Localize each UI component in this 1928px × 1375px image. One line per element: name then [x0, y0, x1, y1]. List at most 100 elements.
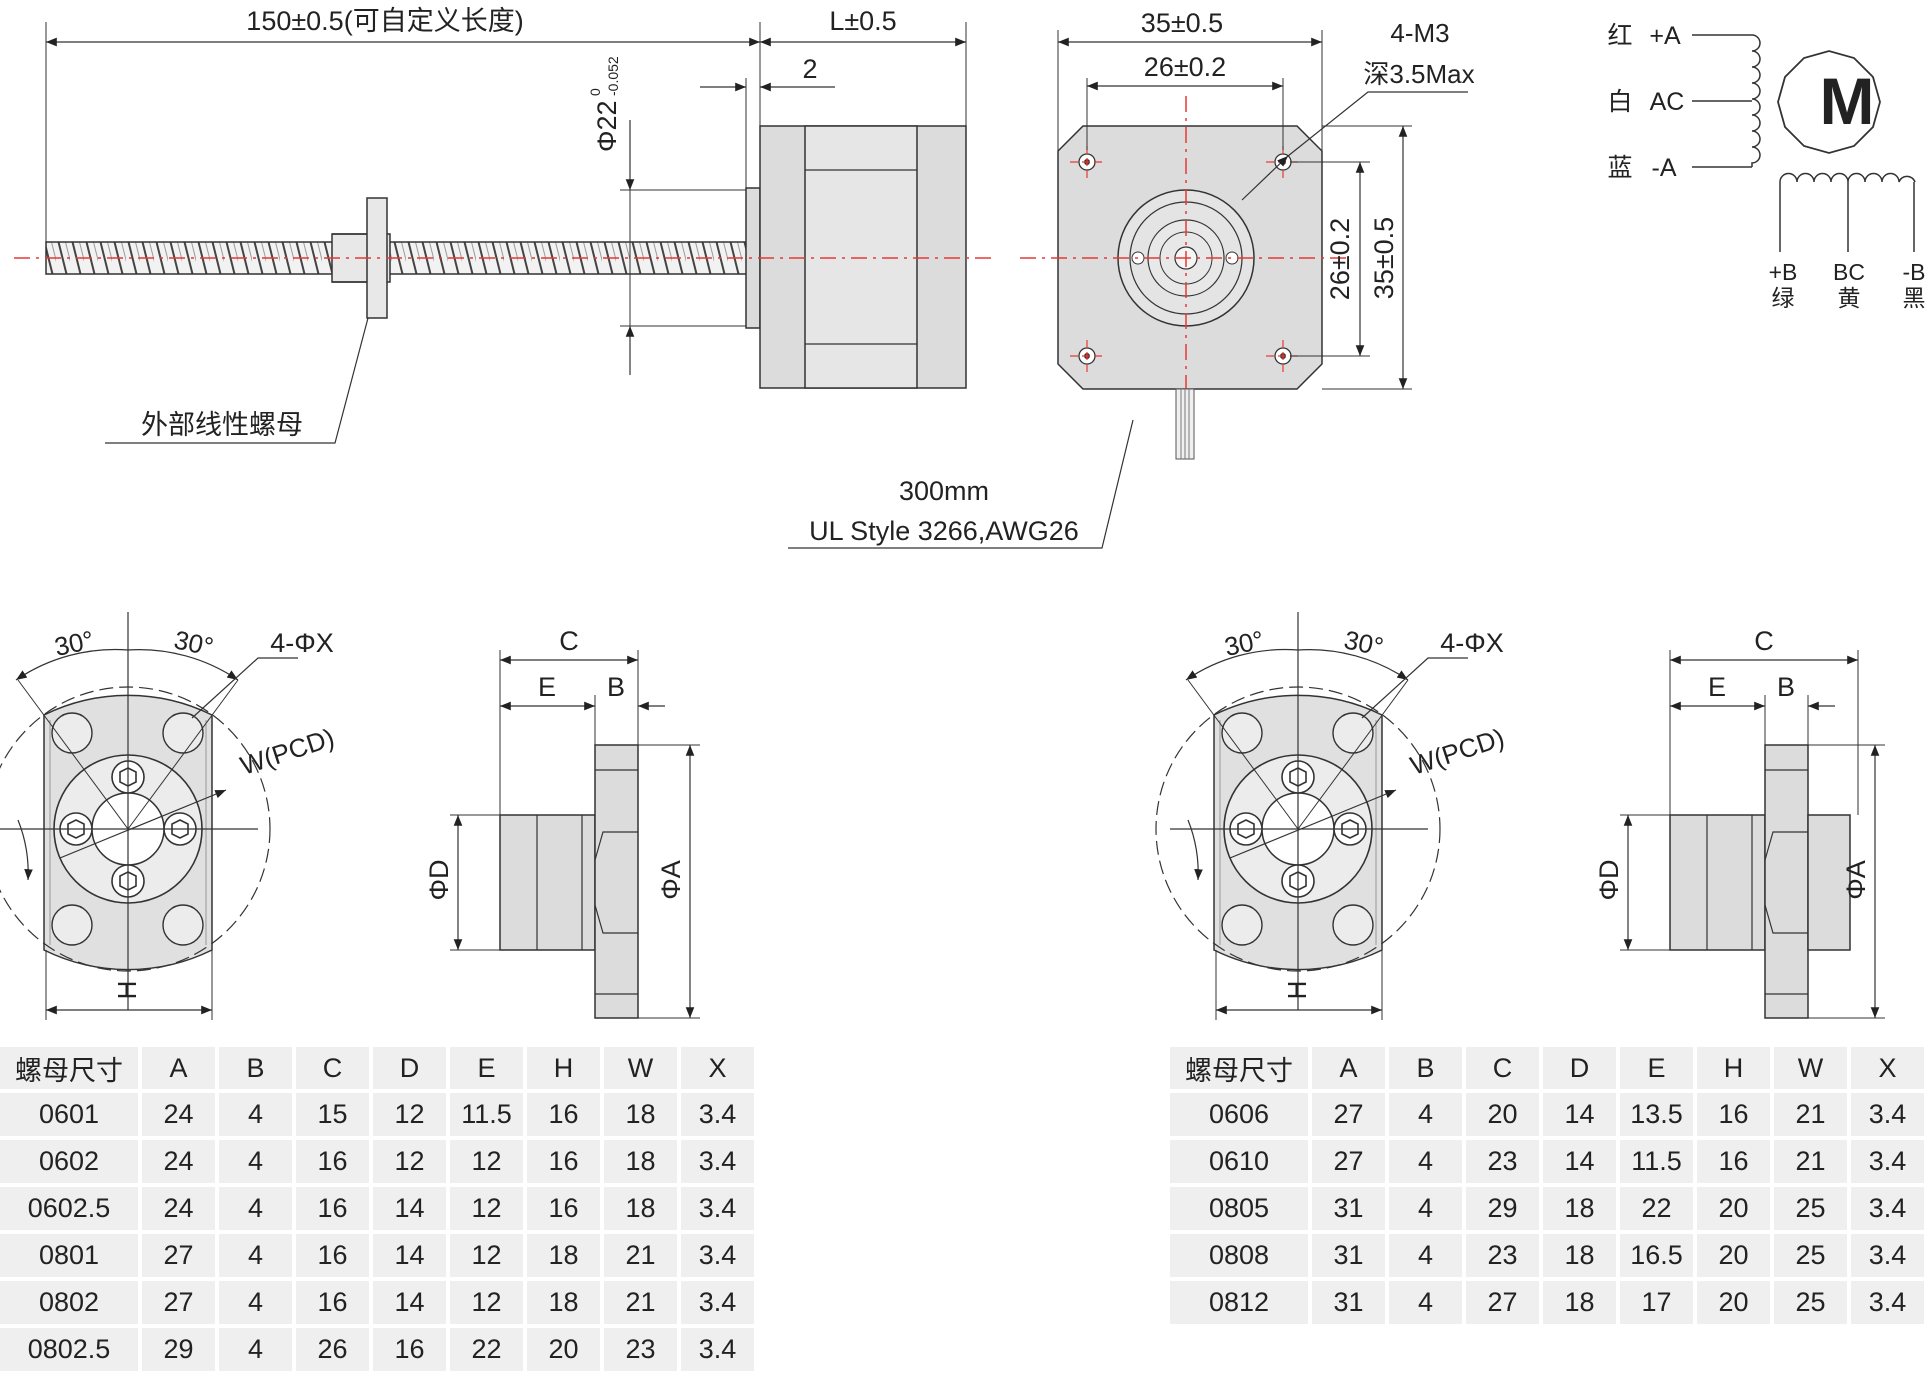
motor-boss [745, 187, 761, 329]
table-cell: 0606 [1170, 1093, 1308, 1136]
table-cell: 0805 [1170, 1187, 1308, 1230]
table-cell: 25 [1774, 1187, 1847, 1230]
wire-color-white: 白 [1607, 88, 1632, 116]
front-height-inner-label: 26±0.2 [1325, 218, 1355, 300]
header-a: A [142, 1047, 215, 1089]
header-b: B [219, 1047, 292, 1089]
c-label-1: C [559, 626, 579, 656]
table-cell: 12 [373, 1093, 446, 1136]
table-cell: 0610 [1170, 1140, 1308, 1183]
table-cell: 29 [1466, 1187, 1539, 1230]
h-label-1: H [112, 981, 142, 1000]
wire-signal-b-plus: +B [1769, 259, 1798, 285]
table-cell: 4 [1389, 1234, 1462, 1277]
angle-right-label-2: 30° [1342, 624, 1387, 662]
table-cell: 22 [1620, 1187, 1693, 1230]
flange-holes-right [1221, 712, 1374, 946]
h-label-2: H [1282, 981, 1312, 1000]
table-cell: 16 [373, 1328, 446, 1371]
table-row: 0802.5 29 4 26 16 22 20 23 3.4 [0, 1328, 754, 1371]
header-e: E [1620, 1047, 1693, 1089]
table-cell: 21 [604, 1281, 677, 1324]
hole-spec-label-2: 4-ΦX [1440, 628, 1504, 658]
a-label-1: ΦA [656, 860, 686, 900]
front-width-inner-label: 26±0.2 [1144, 52, 1226, 82]
table-cell: 3.4 [1851, 1187, 1924, 1230]
angle-left-label-2: 30° [1222, 624, 1267, 662]
table-row: 0610 27 4 23 14 11.5 16 21 3.4 [1170, 1140, 1924, 1183]
table-cell: 13.5 [1620, 1093, 1693, 1136]
pcd-label-2: W(PCD) [1407, 722, 1508, 780]
motor-front-view: 35±0.5 26±0.2 26±0.2 35±0.5 4-M3 深3.5Max… [788, 8, 1475, 549]
wire-signal-ac: AC [1650, 88, 1685, 116]
boss-diameter-label: Φ22 [592, 100, 622, 152]
table-cell: 31 [1312, 1187, 1385, 1230]
header-d: D [373, 1047, 446, 1089]
table-cell: 18 [527, 1281, 600, 1324]
wire-color-yellow: 黄 [1838, 285, 1861, 311]
wire-color-blue: 蓝 [1607, 154, 1632, 182]
header-nut-size: 螺母尺寸 [1170, 1047, 1308, 1089]
table-cell: 24 [142, 1093, 215, 1136]
nut-label: 外部线性螺母 [141, 410, 303, 440]
table-cell: 0602.5 [0, 1187, 138, 1230]
boss-tolerance-upper: 0 [587, 88, 603, 96]
table-cell: 3.4 [681, 1140, 754, 1183]
wire-signal-b-minus: -B [1903, 259, 1926, 285]
table-cell: 14 [1543, 1140, 1616, 1183]
table-cell: 14 [1543, 1093, 1616, 1136]
table-cell: 18 [1543, 1187, 1616, 1230]
cable-length-label: 300mm [899, 476, 989, 506]
table-cell: 12 [450, 1234, 523, 1277]
motor-symbol-frame [1777, 50, 1881, 154]
header-e: E [450, 1047, 523, 1089]
wire-color-black: 黑 [1903, 285, 1926, 311]
nut-drawing-left: 30° 30° 4-ΦX W(PCD) H C E B ΦD [0, 612, 700, 1020]
nut-flange-side-right [1764, 744, 1809, 1019]
wire-color-green: 绿 [1772, 285, 1795, 311]
header-h: H [1697, 1047, 1770, 1089]
table-cell: 18 [1543, 1281, 1616, 1324]
motor-side-view: 150±0.5(可自定义长度) L±0.5 2 Φ22 0 -0.052 外部线… [14, 6, 995, 444]
table-cell: 23 [1466, 1234, 1539, 1277]
table-cell: 12 [450, 1187, 523, 1230]
table-header-row: 螺母尺寸 A B C D E H W X [1170, 1047, 1924, 1089]
wire-signal-bc: BC [1833, 259, 1865, 285]
table-cell: 14 [373, 1234, 446, 1277]
table-cell: 16.5 [1620, 1234, 1693, 1277]
table-cell: 23 [604, 1328, 677, 1371]
table-cell: 27 [1312, 1093, 1385, 1136]
table-cell: 16 [296, 1187, 369, 1230]
table-cell: 25 [1774, 1281, 1847, 1324]
table-cell: 4 [1389, 1093, 1462, 1136]
table-cell: 18 [1543, 1234, 1616, 1277]
nut-rear-boss-right [1807, 814, 1851, 951]
table-row: 0802 27 4 16 14 12 18 21 3.4 [0, 1281, 754, 1324]
table-cell: 16 [296, 1140, 369, 1183]
table-cell: 3.4 [681, 1093, 754, 1136]
table-cell: 21 [1774, 1140, 1847, 1183]
thread-spec-label: 4-M3 [1390, 18, 1449, 48]
table-cell: 4 [219, 1140, 292, 1183]
table-cell: 3.4 [1851, 1093, 1924, 1136]
b-label-1: B [607, 672, 625, 702]
b-label-2: B [1777, 672, 1795, 702]
table-cell: 4 [219, 1187, 292, 1230]
table-cell: 16 [527, 1140, 600, 1183]
header-w: W [604, 1047, 677, 1089]
table-cell: 4 [219, 1281, 292, 1324]
table-cell: 3.4 [681, 1328, 754, 1371]
table-cell: 0602 [0, 1140, 138, 1183]
table-cell: 16 [1697, 1140, 1770, 1183]
table-cell: 27 [142, 1234, 215, 1277]
table-row: 0801 27 4 16 14 12 18 21 3.4 [0, 1234, 754, 1277]
table-cell: 3.4 [1851, 1234, 1924, 1277]
table-cell: 20 [1697, 1187, 1770, 1230]
flange-holes-left [51, 712, 204, 946]
header-c: C [1466, 1047, 1539, 1089]
table-cell: 21 [604, 1234, 677, 1277]
table-row: 0601 24 4 15 12 11.5 16 18 3.4 [0, 1093, 754, 1136]
table-cell: 18 [604, 1187, 677, 1230]
table-cell: 20 [527, 1328, 600, 1371]
